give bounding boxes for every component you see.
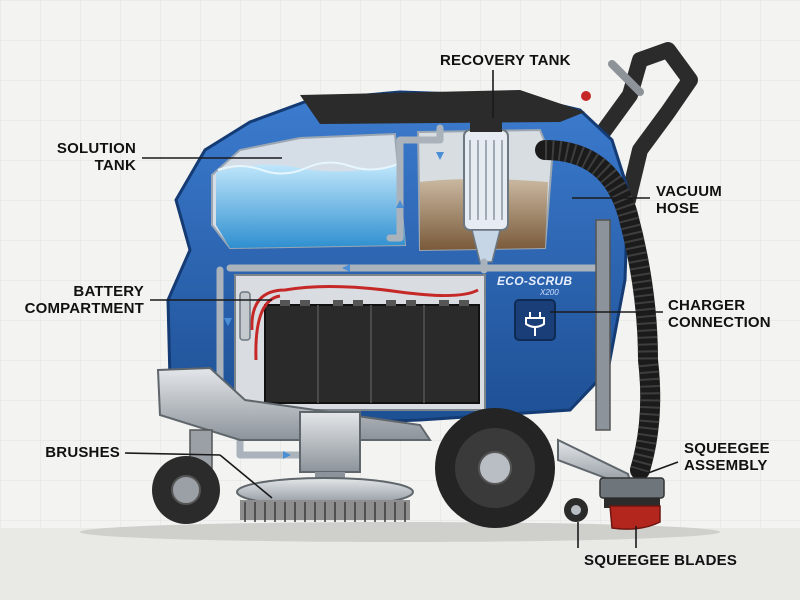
model-logo: X200 bbox=[540, 288, 559, 297]
label-battery-compartment: BATTERY COMPARTMENT bbox=[24, 283, 144, 317]
label-brushes: BRUSHES bbox=[45, 444, 120, 461]
leader-squeegee-assembly bbox=[639, 461, 679, 477]
leader-brushes-a bbox=[124, 452, 221, 456]
charger-port bbox=[514, 299, 556, 341]
leader-lines bbox=[124, 70, 679, 548]
solution-tank bbox=[211, 132, 407, 250]
handle bbox=[581, 42, 698, 208]
label-squeegee-blades: SQUEEGEE BLADES bbox=[584, 552, 738, 569]
plug-icon bbox=[525, 312, 545, 336]
label-charger-connection: CHARGER CONNECTION bbox=[668, 297, 771, 331]
rear-post bbox=[595, 219, 611, 431]
label-recovery-tank: RECOVERY TANK bbox=[440, 52, 571, 69]
front-caster-wheel bbox=[152, 429, 220, 524]
squeegee-blades bbox=[609, 505, 661, 530]
leader-brushes-b bbox=[219, 454, 273, 499]
squeegee-assembly bbox=[557, 438, 665, 522]
hose-ribs bbox=[544, 140, 661, 473]
rear-wheel bbox=[435, 408, 555, 528]
brush-deck bbox=[236, 477, 414, 522]
top-cover bbox=[300, 90, 585, 124]
recovery-filter bbox=[463, 118, 509, 263]
front-bumper bbox=[156, 366, 432, 441]
floor-shadow bbox=[80, 522, 720, 542]
label-vacuum-hose: VACUUM HOSE bbox=[656, 183, 722, 217]
label-solution-tank: SOLUTION TANK bbox=[56, 140, 136, 174]
label-squeegee-assembly: SQUEEGEE ASSEMBLY bbox=[684, 440, 770, 474]
battery-compartment bbox=[234, 274, 486, 411]
flow-arrows bbox=[224, 152, 444, 459]
brand-logo: ECO-SCRUB bbox=[497, 274, 573, 288]
emergency-stop-button bbox=[581, 91, 591, 101]
